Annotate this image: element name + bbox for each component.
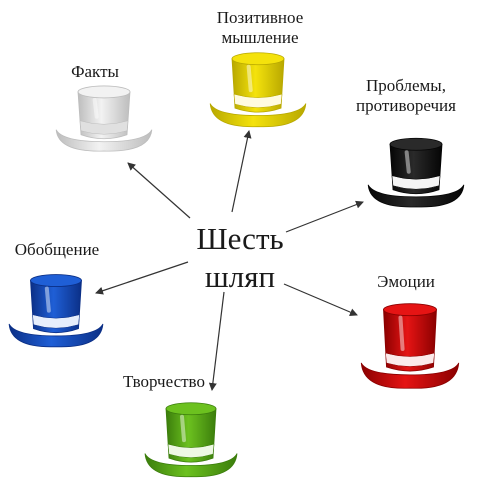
black-hat-band: [391, 175, 441, 190]
arrow-to-green-hat: [208, 291, 225, 391]
yellow-hat-brim: [209, 103, 307, 128]
label-red-hat-line1: Эмоции: [377, 272, 435, 291]
blue-hat-icon: [8, 274, 104, 348]
yellow-hat-icon: [209, 52, 307, 128]
blue-hat-highlight: [44, 286, 51, 313]
black-hat-highlight: [404, 150, 411, 174]
blue-hat-brim: [8, 323, 104, 348]
green-hat-brim: [144, 453, 238, 478]
label-blue-hat: Обобщение: [2, 240, 112, 260]
label-yellow-hat-line1: Позитивное: [216, 8, 304, 27]
arrow-to-blue-hat: [95, 261, 189, 295]
arrow-to-white-hat: [127, 162, 191, 219]
red-hat-icon: [360, 303, 460, 389]
label-red-hat: Эмоции: [356, 272, 456, 292]
label-yellow-hat-line2: мышление: [221, 28, 299, 47]
blue-hat-band: [32, 314, 80, 329]
white-hat-icon: [55, 85, 153, 152]
black-hat-top: [389, 137, 443, 151]
green-hat-highlight: [180, 414, 186, 443]
arrow-to-black-hat: [285, 200, 364, 233]
blue-hat-top: [30, 274, 82, 287]
arrow-to-red-hat: [283, 283, 358, 316]
red-hat-highlight: [398, 315, 405, 352]
red-hat-brim: [360, 362, 460, 389]
green-hat-top: [165, 402, 217, 416]
center-title-line2: шляп: [204, 259, 276, 294]
arrow-to-yellow-hat: [231, 130, 252, 213]
label-white-hat: Факты: [40, 62, 150, 82]
label-yellow-hat: Позитивное мышление: [195, 8, 325, 48]
label-black-hat-line1: Проблемы,: [366, 76, 446, 95]
red-hat-top: [383, 303, 437, 317]
center-title: Шесть шляп: [180, 220, 300, 296]
green-hat-icon: [144, 402, 238, 478]
white-hat-top: [77, 85, 131, 99]
center-title-line1: Шесть: [196, 221, 284, 256]
label-green-hat: Творчество: [104, 372, 224, 392]
yellow-hat-top: [231, 52, 285, 66]
yellow-hat-band: [233, 93, 283, 108]
yellow-hat-highlight: [246, 64, 253, 93]
black-hat-brim: [367, 184, 465, 208]
label-blue-hat-line1: Обобщение: [14, 240, 100, 259]
white-hat-highlight: [92, 97, 99, 119]
white-hat-band: [79, 120, 129, 135]
white-hat-brim: [55, 129, 153, 152]
red-hat-band: [385, 352, 435, 367]
label-white-hat-line1: Факты: [71, 62, 119, 81]
label-green-hat-line1: Творчество: [123, 372, 205, 391]
black-hat-icon: [367, 137, 465, 208]
green-hat-band: [167, 443, 215, 458]
label-black-hat: Проблемы, противоречия: [338, 76, 474, 116]
label-black-hat-line2: противоречия: [356, 96, 456, 115]
